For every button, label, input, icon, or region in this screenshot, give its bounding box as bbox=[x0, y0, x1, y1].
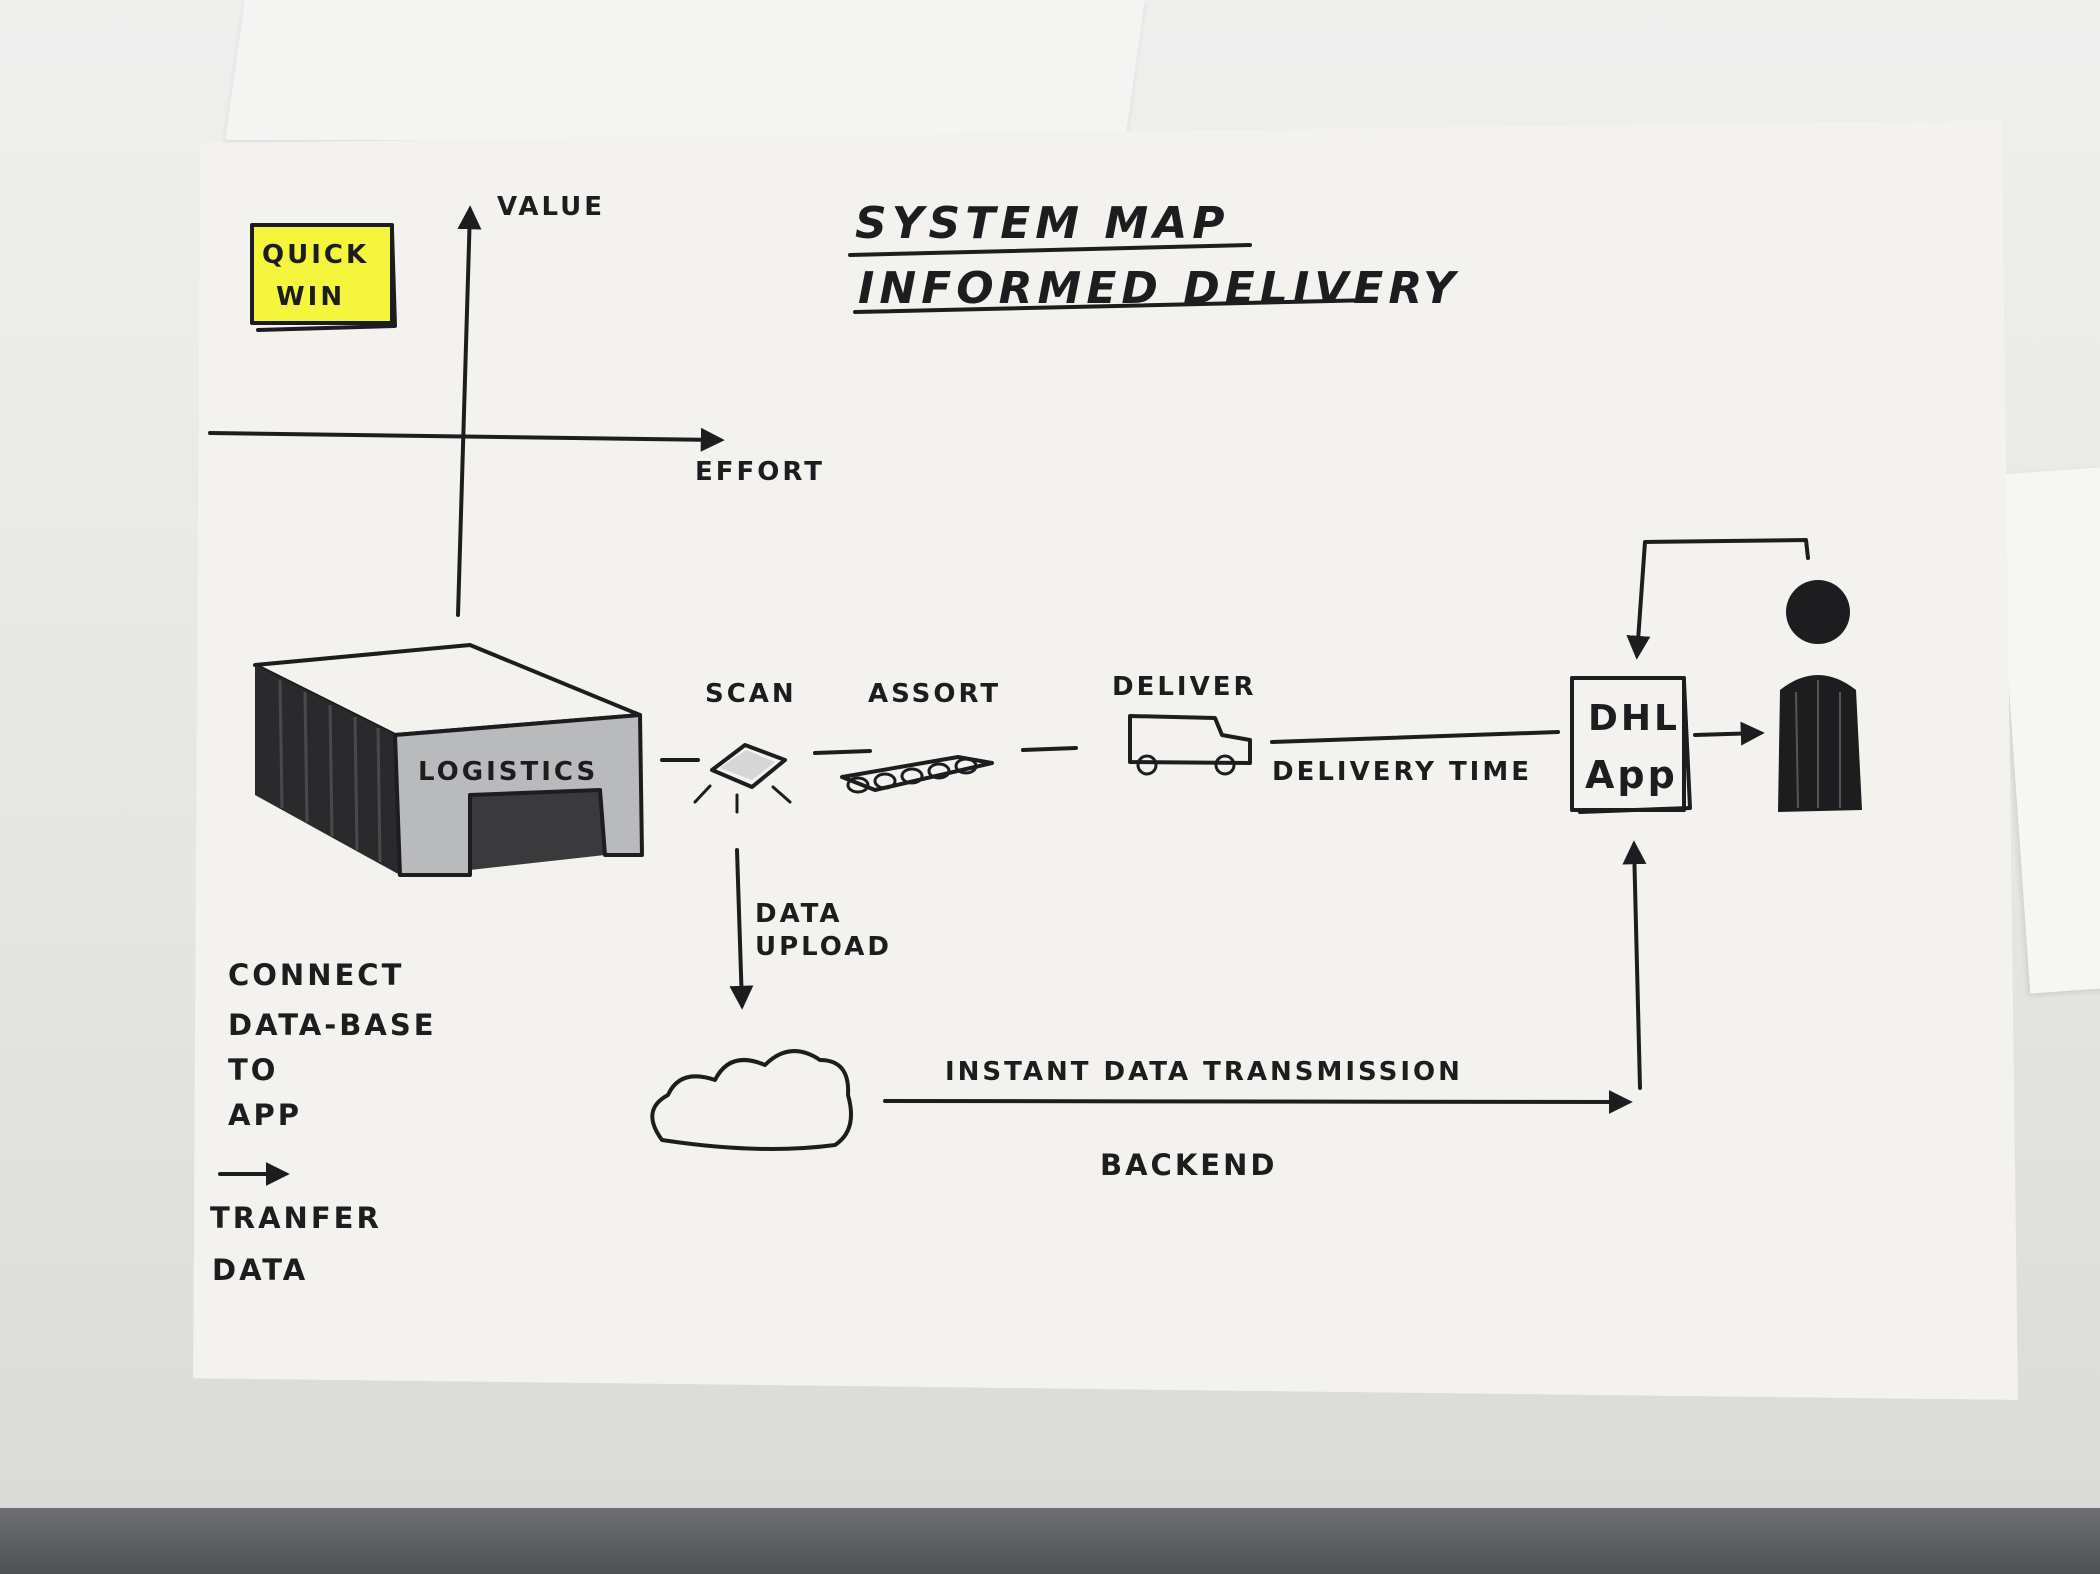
arrow-data-upload bbox=[729, 848, 754, 1010]
dhl-app-label-2: App bbox=[1585, 753, 1678, 797]
data-upload-label-2: UPLOAD bbox=[755, 932, 892, 962]
note-line-3: TO bbox=[228, 1053, 278, 1087]
dhl-app-label-1: DHL bbox=[1588, 698, 1680, 739]
feedback-loop-arrow bbox=[1626, 538, 1810, 660]
backend-label: BACKEND bbox=[1100, 1148, 1277, 1182]
note-line-2: DATA-BASE bbox=[228, 1008, 437, 1042]
title-underline-2 bbox=[853, 298, 1377, 314]
flow-line-delivery-time bbox=[1270, 730, 1560, 744]
effort-axis-label: EFFORT bbox=[695, 457, 825, 487]
arrow-app-to-user bbox=[1693, 721, 1765, 746]
user-icon bbox=[1778, 580, 1862, 812]
note-line-1: CONNECT bbox=[228, 958, 404, 992]
warehouse-dark-side bbox=[255, 665, 400, 875]
flow-line-assort-deliver bbox=[1021, 746, 1078, 752]
note-line-6: DATA bbox=[212, 1253, 308, 1287]
data-upload-label-1: DATA bbox=[755, 899, 843, 929]
instant-transmission-label: INSTANT DATA TRANSMISSION bbox=[945, 1057, 1463, 1087]
value-effort-matrix: VALUE EFFORT bbox=[208, 192, 825, 617]
quick-win-label-1: QUICK bbox=[262, 240, 369, 270]
quick-win-note: QUICK WIN bbox=[250, 223, 397, 332]
title-system-map: SYSTEM MAP bbox=[855, 198, 1230, 249]
backend-cloud-icon bbox=[650, 1049, 853, 1151]
assort-label: ASSORT bbox=[868, 679, 1001, 709]
dhl-app-node: DHL App bbox=[1570, 676, 1692, 814]
warehouse-front-outline bbox=[393, 713, 644, 877]
title-group: SYSTEM MAP INFORMED DELIVERY bbox=[848, 198, 1455, 314]
effort-axis bbox=[208, 427, 725, 452]
quick-win-label-2: WIN bbox=[276, 282, 345, 312]
scan-label: SCAN bbox=[705, 679, 797, 709]
arrow-backend-to-app bbox=[1622, 840, 1647, 1090]
flow-line-scan-assort bbox=[813, 749, 872, 755]
logistics-warehouse: LOGISTICS bbox=[253, 643, 644, 877]
logistics-label: LOGISTICS bbox=[418, 757, 598, 787]
warehouse-front bbox=[395, 715, 642, 875]
value-axis-label: VALUE bbox=[497, 192, 605, 222]
truck-icon bbox=[1128, 714, 1252, 776]
delivery-time-label: DELIVERY TIME bbox=[1272, 757, 1532, 787]
arrow-instant-transmission bbox=[883, 1089, 1633, 1114]
deliver-label: DELIVER bbox=[1112, 672, 1257, 702]
note-line-5: TRANFER bbox=[210, 1201, 382, 1235]
quick-win-highlight bbox=[252, 225, 392, 323]
notes-block: CONNECT DATA-BASE TO APP TRANFER DATA bbox=[210, 958, 437, 1287]
value-axis bbox=[456, 205, 482, 617]
scanner-icon bbox=[693, 743, 792, 814]
note-line-4: APP bbox=[228, 1098, 302, 1132]
table-edge bbox=[0, 1508, 2100, 1574]
warehouse-door bbox=[470, 790, 605, 870]
warehouse-ribs bbox=[278, 679, 382, 863]
title-underline-1 bbox=[848, 243, 1252, 257]
conveyor-icon bbox=[840, 755, 994, 794]
quick-win-shadow-line bbox=[256, 228, 397, 332]
